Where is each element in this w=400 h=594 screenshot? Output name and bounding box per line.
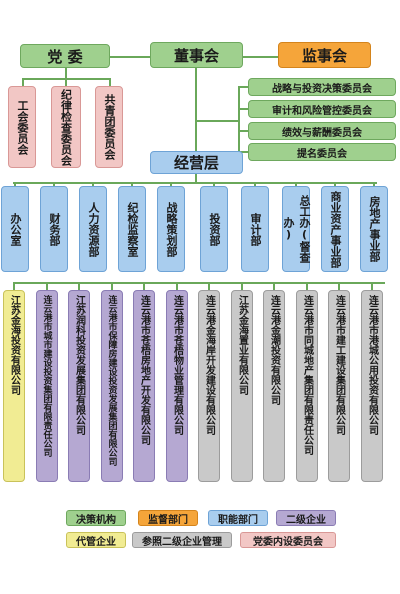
department-connector [131, 182, 133, 188]
connector-board-down [195, 68, 197, 152]
company-box: 连云港市苍梧物业管理有限公司 [166, 290, 188, 482]
board-of-directors-box: 董事会 [150, 42, 243, 68]
company-connector [338, 282, 340, 291]
department-box: 总工办(督查办) [282, 186, 311, 272]
discipline-inspection-committee-box: 纪律检查委员会 [51, 86, 81, 168]
company-box: 江苏金海投资有限公司 [3, 290, 25, 482]
connector-party-down [65, 68, 67, 80]
company-connector [208, 282, 210, 291]
department-connector [14, 182, 16, 188]
strategy-investment-committee-box: 战略与投资决策委员会 [248, 78, 396, 96]
company-box: 连云港市苍梧房地产开发有限公司 [133, 290, 155, 482]
company-box: 连云港市港城公用投资有限公司 [361, 290, 383, 482]
department-connector [92, 182, 94, 188]
company-connector [371, 282, 373, 291]
legend-managed: 代管企业 [66, 532, 126, 548]
nomination-committee-box: 提名委员会 [248, 143, 396, 161]
company-box: 连云港金潮投资有限公司 [263, 290, 285, 482]
company-connector [111, 282, 113, 291]
department-box: 财务部 [40, 186, 68, 272]
trade-union-committee-box: 工会委员会 [8, 86, 36, 168]
company-box: 连云港金海岸开发建设有限公司 [198, 290, 220, 482]
company-connector [46, 282, 48, 291]
legend-decision: 决策机构 [66, 510, 126, 526]
party-committee-box: 党 委 [20, 44, 110, 68]
connector-committee-4 [238, 151, 248, 153]
company-connector [143, 282, 145, 291]
connector-departments-bar [13, 182, 377, 184]
legend-supervision: 监督部门 [138, 510, 198, 526]
department-box: 办公室 [1, 186, 29, 272]
legend-secondary: 二级企业 [276, 510, 336, 526]
department-connector [373, 182, 375, 188]
management-box: 经营层 [150, 151, 243, 174]
company-connector [306, 282, 308, 291]
company-box: 连云港市保障房建设投资发展集团有限公司 [101, 290, 123, 482]
legend-reference: 参照二级企业管理 [132, 532, 232, 548]
department-connector [254, 182, 256, 188]
legend-party-internal: 党委内设委员会 [240, 532, 336, 548]
connector-board-supervisory [243, 56, 278, 58]
department-box: 房地产事业部 [360, 186, 388, 272]
department-connector [213, 182, 215, 188]
supervisory-board-box: 监事会 [278, 42, 371, 68]
company-connector [13, 282, 15, 291]
legend-functional: 职能部门 [208, 510, 268, 526]
department-box: 纪检监察室 [118, 186, 146, 272]
company-connector [78, 282, 80, 291]
connector-committee-3 [238, 130, 248, 132]
department-box: 商业资产事业部 [321, 186, 349, 272]
connector-companies-bar [13, 282, 385, 284]
connector-party-unit-2 [65, 78, 67, 86]
company-connector [241, 282, 243, 291]
connector-party-unit-3 [109, 78, 111, 86]
company-connector [176, 282, 178, 291]
company-connector [273, 282, 275, 291]
connector-committees-link [195, 120, 240, 122]
company-box: 江苏金海置业有限公司 [231, 290, 253, 482]
connector-management-down [195, 174, 197, 184]
department-box: 审计部 [241, 186, 269, 272]
youth-league-committee-box: 共青团委员会 [95, 86, 123, 168]
department-connector [334, 182, 336, 188]
department-box: 投资部 [200, 186, 228, 272]
department-box: 战略策划部 [157, 186, 185, 272]
company-box: 连云港市城市建设投资集团有限责任公司 [36, 290, 58, 482]
department-connector [53, 182, 55, 188]
company-box: 江苏润科投资发展集团有限公司 [68, 290, 90, 482]
performance-compensation-committee-box: 绩效与薪酬委员会 [248, 122, 396, 140]
connector-party-board [110, 56, 150, 58]
connector-committee-2 [238, 108, 248, 110]
connector-party-unit-1 [22, 78, 24, 86]
connector-committee-1 [238, 86, 248, 88]
company-box: 连云港市同城地产集团有限责任公司 [296, 290, 318, 482]
department-connector [170, 182, 172, 188]
audit-risk-committee-box: 审计和风险管控委员会 [248, 100, 396, 118]
department-box: 人力资源部 [79, 186, 107, 272]
connector-committees-trunk [238, 86, 240, 152]
company-box: 连云港市建工建设集团有限公司 [328, 290, 350, 482]
department-connector [295, 182, 297, 188]
